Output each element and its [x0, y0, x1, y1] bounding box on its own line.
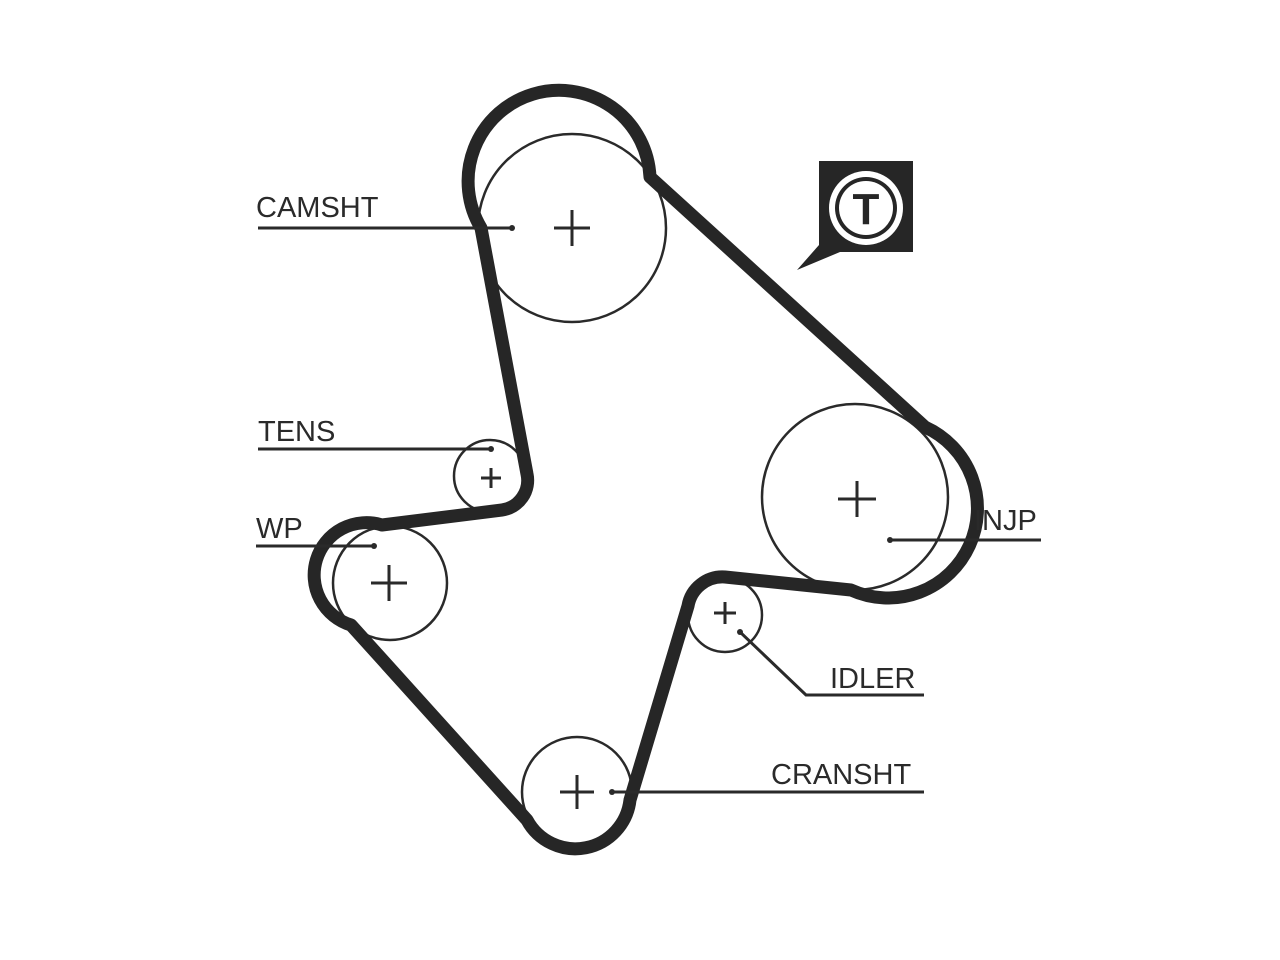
idler-leader	[738, 630, 924, 697]
label-injection-pump: INJP	[974, 505, 1037, 537]
water-pump-center-icon	[371, 565, 407, 601]
pulley-center-marks	[371, 210, 876, 809]
crankshaft-leader-dot	[609, 789, 615, 795]
camshaft-center-icon	[554, 210, 590, 246]
label-idler: IDLER	[830, 663, 915, 695]
idler-leader-dot	[737, 629, 743, 635]
injection-pump-center-icon	[838, 481, 876, 517]
leader-lines	[256, 225, 1041, 795]
crankshaft-center-icon	[560, 775, 594, 809]
camshaft-leader-dot	[509, 225, 515, 231]
water-pump-leader-dot	[371, 543, 377, 549]
tensioner-center-icon	[481, 468, 501, 488]
injection-pump-leader-dot	[887, 537, 893, 543]
tensioner-leader-dot	[488, 446, 494, 452]
badge-letter: T	[853, 185, 880, 234]
idler-center-icon	[714, 602, 736, 624]
timing-belt	[307, 83, 984, 856]
label-camshaft: CAMSHT	[256, 192, 379, 224]
label-water-pump: WP	[256, 513, 303, 545]
label-tensioner: TENS	[258, 416, 335, 448]
badge-inner	[839, 181, 893, 235]
injection-pump-pulley	[760, 402, 950, 592]
component-labels: CAMSHT TENS WP INJP IDLER CRANSHT	[256, 192, 1037, 791]
label-crankshaft: CRANSHT	[771, 759, 911, 791]
tensioner-badge-icon: T	[797, 161, 913, 270]
